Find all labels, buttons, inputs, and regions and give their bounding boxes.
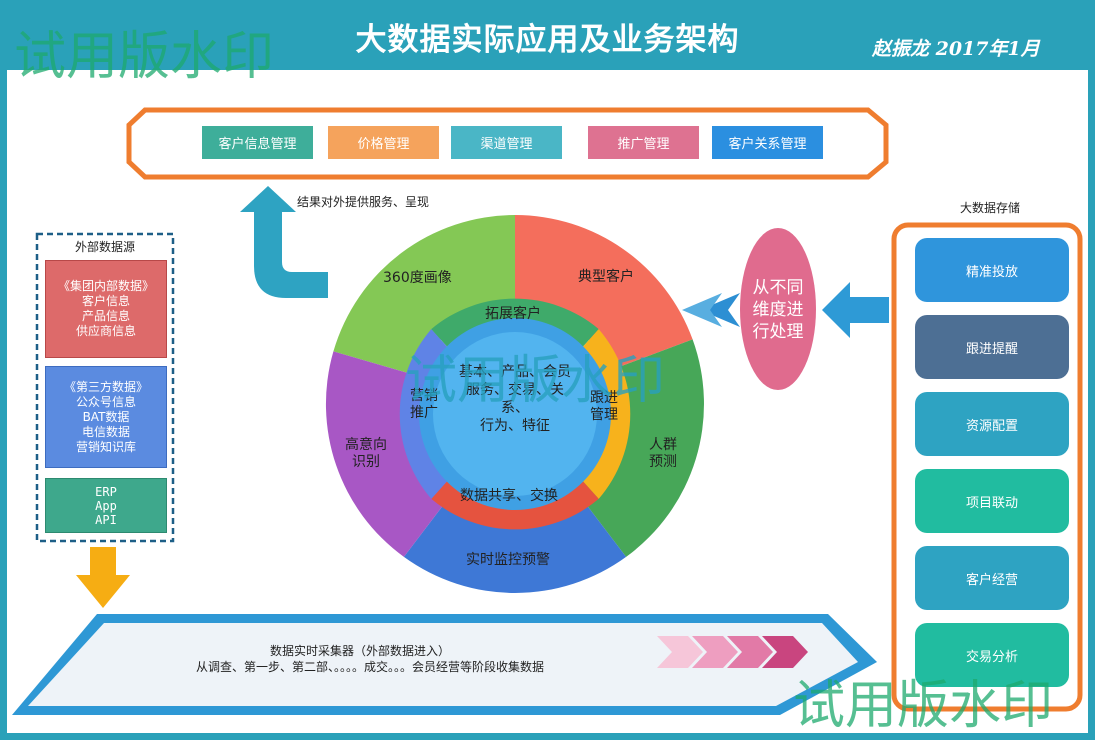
external-down-arrow [76,547,130,608]
service-customer-info[interactable]: 客户信息管理 [202,126,313,159]
outer-seg-intent [325,351,463,557]
internal-item: 供应商信息 [75,324,136,338]
outer-seg-typical [515,215,693,372]
outer-label-crowd: 人群预测 [649,437,677,470]
processing-ellipse [740,228,816,390]
middle-label-followup: 跟进管理 [590,390,618,423]
internal-data-block: 《集团内部数据》 客户信息 产品信息 供应商信息 [45,260,167,358]
storage-item-operation[interactable]: 客户经营 [915,546,1069,610]
storage-left-arrow [822,282,889,338]
third-group-title: 《第三方数据》 [63,379,148,394]
watermark: 试用版水印 [793,676,1054,736]
internal-item: 客户信息 [81,294,130,308]
service-crm[interactable]: 客户关系管理 [712,126,823,159]
author-date: 赵振龙 2017年1月 [872,38,1040,60]
center-line: 基本、产品、会员 [459,364,571,380]
outer-seg-crowd [567,339,704,557]
storage-item-followup[interactable]: 跟进提醒 [915,315,1069,379]
tech-item: App [95,498,117,513]
collector-title: 数据实时采集器（外部数据进入） [269,644,450,658]
third-item: 营销知识库 [75,439,136,454]
external-title: 外部数据源 [74,240,135,254]
outer-label-360: 360度画像 [383,270,452,286]
storage-item-analysis[interactable]: 交易分析 [915,623,1069,687]
tech-block: ERP App API [45,478,167,533]
third-party-block: 《第三方数据》 公众号信息 BAT数据 电信数据 营销知识库 [45,366,167,468]
middle-label-marketing: 营销推广 [410,388,438,421]
middle-label-share: 数据共享、交换 [460,488,558,504]
watermark: 试用版水印 [14,27,275,87]
third-item: 公众号信息 [75,394,136,409]
result-up-arrow [240,186,328,298]
storage-item-linkage[interactable]: 项目联动 [915,469,1069,533]
outer-seg-360 [333,214,515,377]
double-arrow-icon [682,293,722,327]
processing-label: 从不同维度进行处理 [752,278,804,342]
center-line: 行为、特征 [480,418,550,434]
chevron-icon [762,636,808,668]
service-price[interactable]: 价格管理 [328,126,439,159]
chevron-icon [657,636,703,668]
watermark: 试用版水印 [405,351,666,411]
internal-item: 产品信息 [81,309,130,323]
outer-label-intent: 高意向识别 [345,437,387,470]
chevron-icon [727,636,773,668]
result-label: 结果对外提供服务、呈现 [296,195,429,209]
tech-item: API [95,512,117,527]
third-item: 电信数据 [81,424,130,439]
collector-banner-inner [28,623,858,706]
storage-item-resource[interactable]: 资源配置 [915,392,1069,456]
ring-diagram [325,214,704,594]
page-title: 大数据实际应用及业务架构 [355,22,740,58]
double-arrow-icon [700,293,740,327]
center-line: 服务、交易、关系、 [466,382,564,416]
tech-item: ERP [95,484,117,499]
service-channel[interactable]: 渠道管理 [451,126,562,159]
outer-label-typical: 典型客户 [578,269,634,285]
chevron-icon [692,636,738,668]
center-label: 基本、产品、会员 服务、交易、关系、 行为、特征 [455,363,575,435]
outer-label-monitor: 实时监控预警 [466,552,550,568]
middle-label-expand: 拓展客户 [485,306,541,322]
storage-item-precise[interactable]: 精准投放 [915,238,1069,302]
internal-group-title: 《集团内部数据》 [57,279,154,293]
third-item: BAT数据 [82,409,130,424]
service-promotion[interactable]: 推广管理 [588,126,699,159]
storage-title: 大数据存储 [959,201,1020,215]
collector-subtitle: 从调查、第一步、第二部、。。。。成交。。。会员经营等阶段收集数据 [195,660,544,674]
